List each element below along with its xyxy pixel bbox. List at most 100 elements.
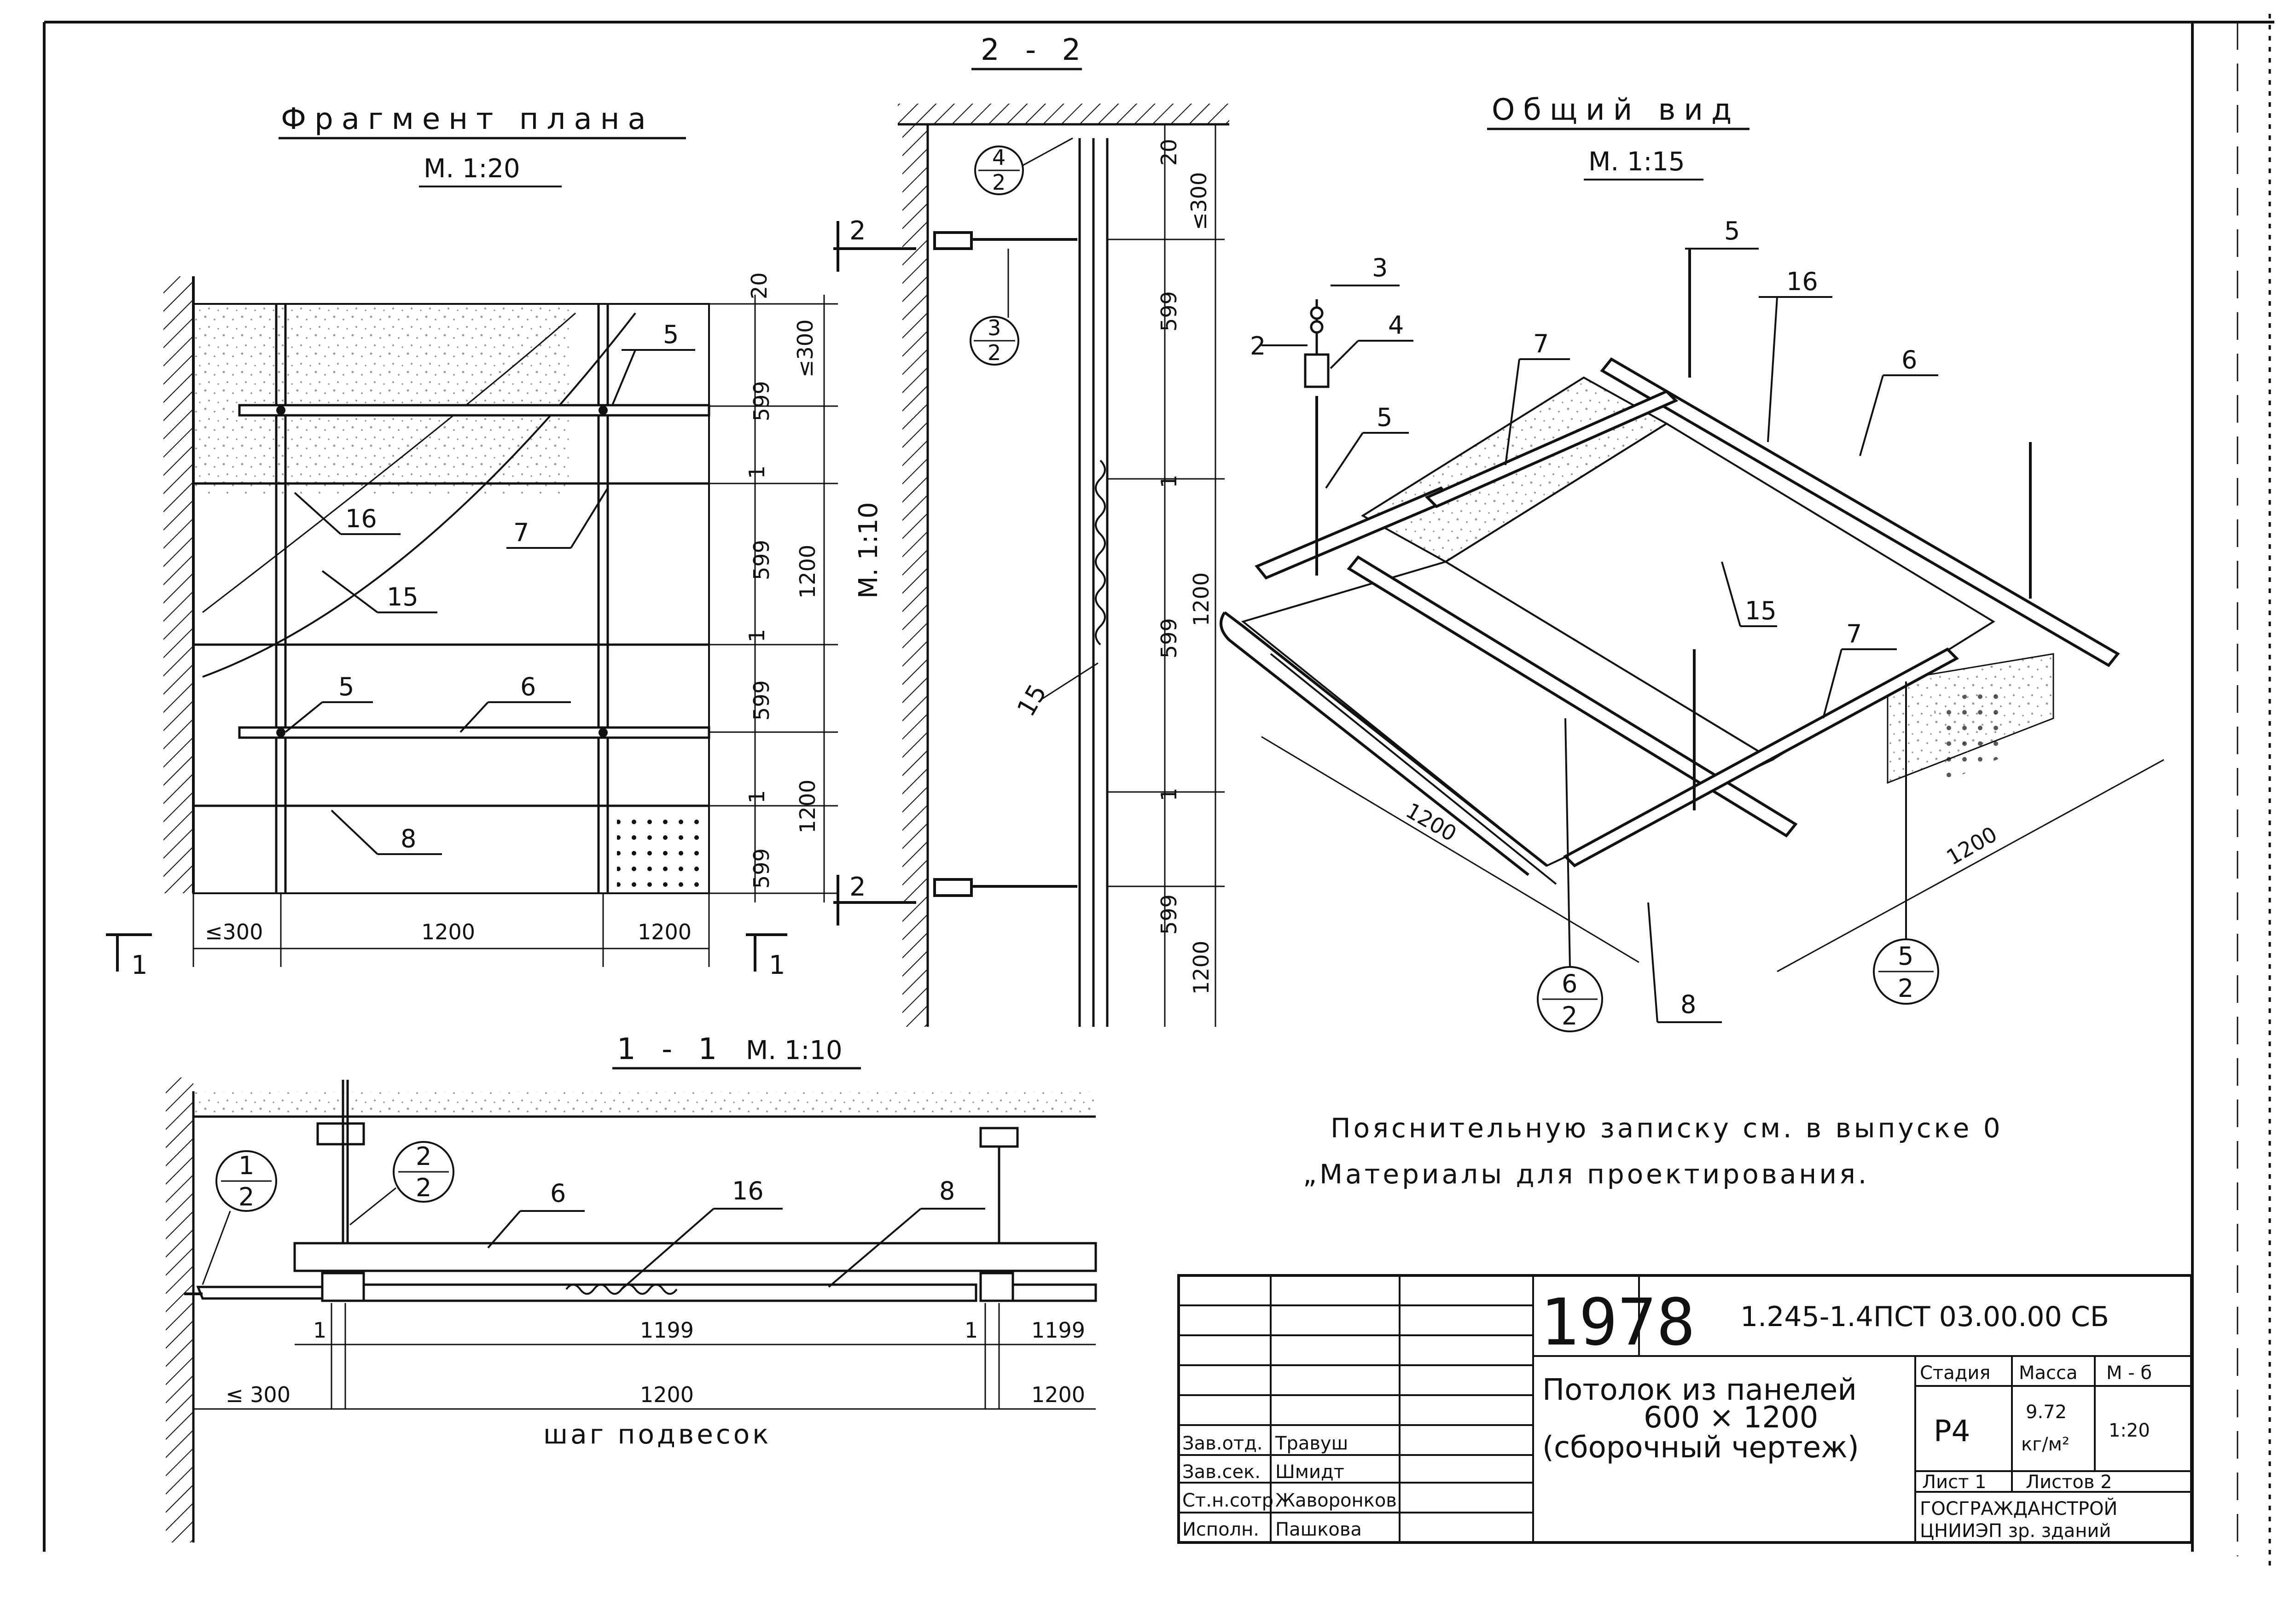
general-pos-8: 8 (1680, 990, 1696, 1019)
section-2-2: 2 - 2 4 2 (833, 33, 1229, 1027)
section22-dim-1200a: 1200 (1189, 572, 1214, 626)
section11-scale: М. 1:10 (746, 1036, 843, 1065)
svg-text:2: 2 (992, 170, 1006, 195)
plan-scale: М. 1:20 (424, 154, 520, 184)
plan-dim-bottom-1200b: 1200 (638, 920, 692, 944)
svg-text:2: 2 (238, 1182, 254, 1211)
section11-step-label: шаг подвесок (543, 1419, 771, 1450)
note-line2: „Материалы для проектирования. (1303, 1158, 1869, 1190)
general-pos-5b: 5 (1377, 403, 1392, 432)
general-pos-5a: 5 (1724, 216, 1740, 245)
tb-role-4: Исполн. (1182, 1519, 1259, 1540)
tb-name-signer-4: Пашкова (1275, 1519, 1362, 1540)
plan-dim-599c: 599 (749, 680, 774, 721)
section22-dim-1200b: 1200 (1189, 941, 1214, 995)
tb-role-1: Зав.отд. (1182, 1433, 1263, 1454)
section22-mark-bottom: 2 (849, 872, 866, 902)
general-pos-7a: 7 (1533, 329, 1549, 358)
plan-pos-6: 6 (520, 672, 536, 701)
tb-org2: ЦНИИЭП зр. зданий (1920, 1520, 2111, 1542)
plan-dim-1a: 1 (744, 466, 769, 479)
plan-speckled-panel (194, 305, 572, 494)
svg-text:1: 1 (238, 1151, 254, 1180)
tb-name-signer-1: Травуш (1275, 1433, 1348, 1454)
section22-bubble-3-2: 3 2 (970, 315, 1019, 366)
svg-text:2: 2 (1898, 974, 1913, 1003)
plan-dim-1200b: 1200 (795, 780, 820, 833)
title-block: 1978 1.245-1.4ПСТ 03.00.00 СБ Потолок из… (1177, 1274, 2193, 1544)
general-pos-15: 15 (1745, 596, 1777, 625)
section11-pos-6: 6 (550, 1179, 566, 1208)
tb-role-2: Зав.сек. (1182, 1461, 1261, 1483)
plan-pos-15: 15 (387, 582, 418, 611)
plan-section-mark-right: 1 (769, 950, 785, 980)
section11-dim-1199b: 1199 (1031, 1318, 1085, 1343)
section11-bubble-1-2: 1 2 (215, 1150, 277, 1212)
tb-name-3: (сборочный чертеж) (1542, 1431, 1859, 1465)
plan-dim-599a: 599 (749, 381, 774, 421)
section11-dim-1b: 1 (965, 1318, 978, 1343)
svg-text:6: 6 (1562, 969, 1577, 998)
tb-name-signer-3: Жаворонков (1275, 1490, 1397, 1511)
section22-title: 2 - 2 (981, 33, 1089, 67)
section11-dim-1199a: 1199 (640, 1318, 694, 1343)
general-bubble-5-2: 5 2 (1873, 938, 1939, 1005)
section22-dim-599a: 599 (1157, 291, 1181, 332)
plan-pos-5a: 5 (663, 320, 679, 349)
section11-title: 1 - 1 (617, 1032, 725, 1066)
section22-bubble-4-2: 4 2 (974, 145, 1024, 195)
section22-dim-1b: 1 (1157, 788, 1181, 801)
section11-dim-le300: ≤ 300 (226, 1382, 291, 1407)
plan-dim-1c: 1 (744, 790, 769, 803)
plan-dim-le300: ≤300 (793, 320, 818, 378)
plan-pos-8: 8 (401, 824, 416, 853)
tb-name-1: Потолок из панелей (1542, 1373, 1857, 1407)
tb-name-signer-2: Шмидт (1275, 1461, 1344, 1483)
tb-header-stage: Стадия (1920, 1362, 1990, 1384)
plan-dim-bottom-le300: ≤300 (205, 920, 263, 944)
general-scale: М. 1:15 (1588, 147, 1685, 177)
general-pos-2: 2 (1250, 332, 1266, 361)
tb-year: 1978 (1540, 1285, 1695, 1360)
section11-pos-16: 16 (732, 1176, 764, 1205)
tb-role-3: Ст.н.сотр (1182, 1490, 1273, 1511)
section22-mark-top: 2 (849, 216, 866, 246)
plan-perforated-panel (617, 810, 709, 893)
section11-dim-1200b: 1200 (1031, 1382, 1085, 1407)
section22-dim-599b: 599 (1157, 618, 1181, 658)
section22-dim-1a: 1 (1157, 475, 1181, 488)
general-pos-3: 3 (1372, 253, 1388, 282)
general-title: Общий вид (1492, 93, 1740, 127)
general-view: Общий вид М. 1:15 (1220, 93, 2164, 1032)
plan-pos-16: 16 (345, 504, 377, 533)
section22-dim-20: 20 (1157, 139, 1181, 166)
tb-code: 1.245-1.4ПСТ 03.00.00 СБ (1740, 1301, 2109, 1333)
section22-scale: М. 1:10 (854, 502, 883, 599)
general-pos-7b: 7 (1846, 619, 1862, 648)
svg-text:2: 2 (988, 340, 1001, 365)
tb-name-2: 600 × 1200 (1644, 1401, 1818, 1435)
section11-dim-1a: 1 (313, 1318, 326, 1343)
explanatory-note: Пояснительную записку см. в выпуске 0 „М… (1303, 1112, 2000, 1190)
plan-section-mark-left: 1 (131, 950, 148, 980)
svg-text:5: 5 (1898, 942, 1913, 971)
tb-mass: 9.72 (2026, 1402, 2067, 1423)
section-1-1: 1 - 1 М. 1:10 1 2 (166, 1032, 1097, 1543)
tb-scale: 1:20 (2109, 1420, 2150, 1441)
tb-stage: Р4 (1934, 1414, 1970, 1449)
general-bubble-6-2: 6 2 (1537, 966, 1603, 1032)
section11-bubble-2-2: 2 2 (393, 1141, 454, 1203)
tb-mass-unit: кг/м² (2021, 1434, 2069, 1455)
plan-dim-599b: 599 (749, 540, 774, 580)
plan-fragment: Фрагмент плана М. 1:20 (106, 102, 838, 980)
section22-dim-le300: ≤300 (1186, 172, 1211, 230)
plan-wall-hatch (163, 276, 193, 893)
plan-title: Фрагмент плана (281, 102, 654, 136)
section22-dim-599c: 599 (1157, 894, 1181, 935)
svg-text:3: 3 (988, 315, 1001, 340)
section11-dim-1200a: 1200 (640, 1382, 694, 1407)
section11-pos-8: 8 (939, 1176, 955, 1205)
plan-dim-1200a: 1200 (795, 545, 820, 599)
plan-dim-20: 20 (747, 272, 772, 299)
